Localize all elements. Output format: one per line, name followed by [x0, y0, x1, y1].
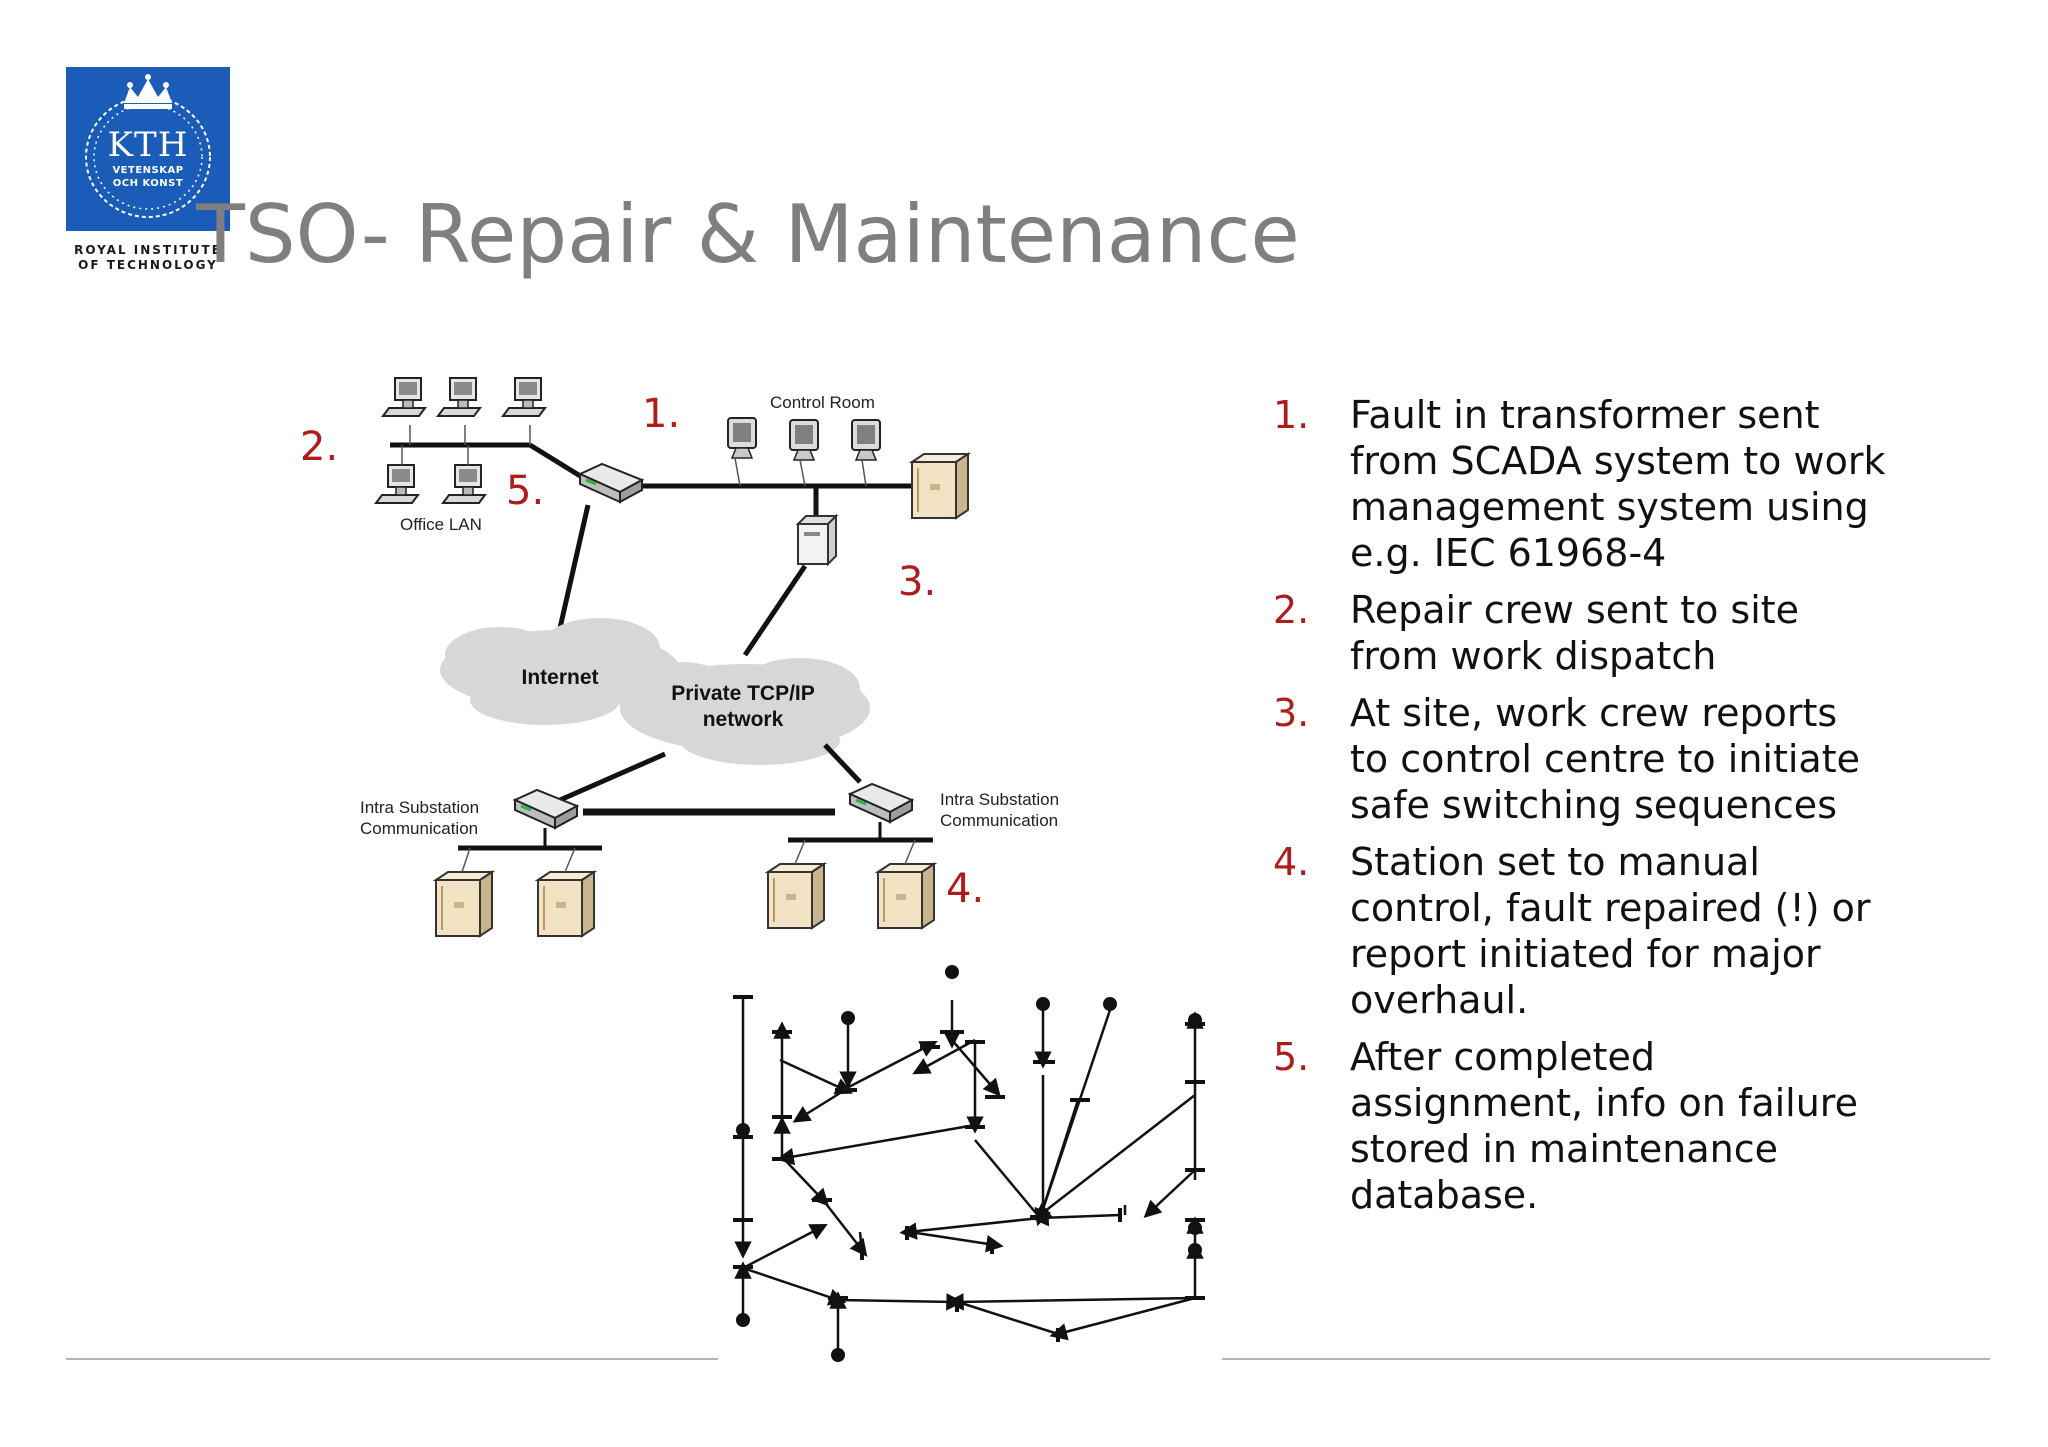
logo-word: KTH	[107, 125, 189, 165]
item-line: Station set to manual	[1350, 840, 1760, 884]
control-room-monitor-icon	[851, 419, 881, 461]
marker-5: 5.	[506, 468, 544, 514]
crown-icon	[124, 74, 172, 109]
item-line: After completed	[1350, 1035, 1655, 1079]
list-item: 2. Repair crew sent to site from work di…	[1273, 587, 1933, 679]
office-lan-label: Office LAN	[400, 515, 482, 534]
item-line: database.	[1350, 1173, 1539, 1217]
internet-cloud	[440, 618, 680, 725]
private-network-cloud	[620, 658, 870, 765]
item-number: 1.	[1273, 393, 1310, 437]
substation-server-icon	[537, 871, 595, 937]
intra-right-label-1: Intra Substation	[940, 790, 1059, 809]
steps-list: 1. Fault in transformer sent from SCADA …	[1273, 392, 1933, 1229]
intra-right-label-2: Communication	[940, 811, 1058, 830]
logo-line1: VETENSKAP	[112, 165, 184, 176]
item-line: e.g. IEC 61968-4	[1350, 531, 1667, 575]
footer-divider	[66, 1358, 718, 1360]
item-line: overhaul.	[1350, 978, 1529, 1022]
private-network-label-1: Private TCP/IP	[671, 682, 815, 705]
substation-server-icon	[877, 863, 935, 929]
power-grid-buses	[733, 965, 1205, 1362]
footer-divider	[1222, 1358, 1990, 1360]
office-pc-icon	[442, 464, 486, 504]
item-line: from SCADA system to work	[1350, 439, 1886, 483]
private-network-label-2: network	[703, 708, 784, 731]
control-room-server-icon	[911, 453, 969, 519]
item-line: report initiated for major	[1350, 932, 1821, 976]
list-item: 4. Station set to manual control, fault …	[1273, 839, 1933, 1023]
list-item: 3. At site, work crew reports to control…	[1273, 690, 1933, 828]
substation-server-icon	[435, 871, 493, 937]
office-pc-icon	[437, 377, 481, 417]
office-pc-icon	[502, 377, 546, 417]
item-line: safe switching sequences	[1350, 783, 1837, 827]
control-room-monitor-icon	[727, 417, 757, 459]
item-line: to control centre to initiate	[1350, 737, 1860, 781]
office-pc-icon	[375, 464, 419, 504]
marker-4: 4.	[946, 866, 984, 912]
marker-2: 2.	[300, 424, 338, 470]
item-number: 2.	[1273, 588, 1310, 632]
substation-router-icon	[848, 782, 914, 824]
item-line: Fault in transformer sent	[1350, 393, 1820, 437]
kth-logo: KTH VETENSKAP OCH KONST	[66, 67, 230, 231]
item-number: 5.	[1273, 1035, 1310, 1079]
item-line: control, fault repaired (!) or	[1350, 886, 1871, 930]
item-line: stored in maintenance	[1350, 1127, 1778, 1171]
control-room-monitor-icon	[789, 419, 819, 461]
control-room-label: Control Room	[770, 393, 875, 412]
page-title: TSO- Repair & Maintenance	[196, 188, 1300, 281]
institution-line1: ROYAL INSTITUTE	[74, 243, 222, 257]
logo-line2: OCH KONST	[112, 178, 184, 189]
item-number: 3.	[1273, 691, 1310, 735]
substation-server-icon	[767, 863, 825, 929]
router-icon	[578, 462, 644, 504]
intra-left-label-1: Intra Substation	[360, 798, 479, 817]
item-line: At site, work crew reports	[1350, 691, 1838, 735]
marker-1: 1.	[642, 391, 680, 437]
wreath-icon	[85, 74, 211, 218]
power-grid-diagram	[734, 998, 1204, 1350]
intra-left-label-2: Communication	[360, 819, 478, 838]
institution-line2: OF TECHNOLOGY	[78, 258, 218, 272]
item-line: management system using	[1350, 485, 1869, 529]
item-line: assignment, info on failure	[1350, 1081, 1858, 1125]
internet-label: Internet	[521, 666, 598, 689]
scada-server-icon	[795, 513, 839, 567]
list-item: 5. After completed assignment, info on f…	[1273, 1034, 1933, 1218]
item-line: from work dispatch	[1350, 634, 1717, 678]
item-line: Repair crew sent to site	[1350, 588, 1800, 632]
item-number: 4.	[1273, 840, 1310, 884]
marker-3: 3.	[898, 559, 936, 605]
office-pc-icon	[382, 377, 426, 417]
list-item: 1. Fault in transformer sent from SCADA …	[1273, 392, 1933, 576]
